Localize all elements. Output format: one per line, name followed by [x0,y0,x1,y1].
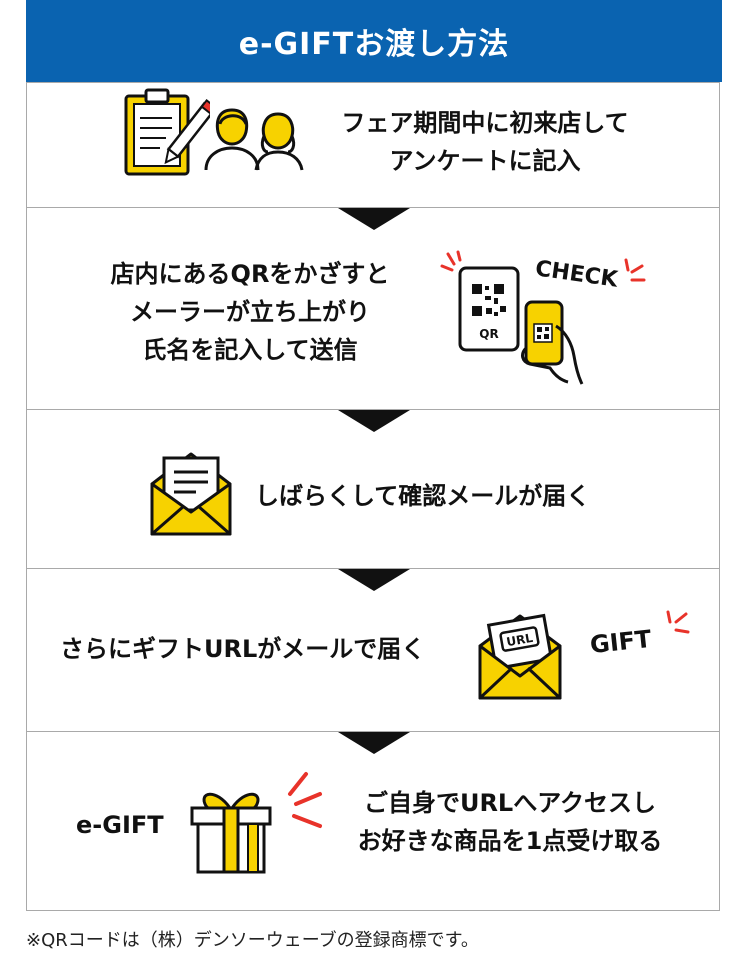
page-title: e-GIFTお渡し方法 [26,0,722,82]
step-2-line-3: 氏名を記入して送信 [142,336,358,364]
step-arrow-4 [338,732,410,754]
step-5-text: ご自身でURLへアクセスし お好きな商品を1点受け取る [335,784,685,860]
step-2-box [26,207,720,410]
people-icon [204,108,304,171]
url-label: URL [505,631,534,649]
step-1-line-2: アンケートに記入 [389,147,581,175]
step-5-line-2: お好きな商品を1点受け取る [357,827,663,855]
step-2-line-2: メーラーが立ち上がり [130,298,370,326]
step-5-box [26,731,720,911]
trademark-footnote: ※QRコードは（株）デンソーウェーブの登録商標です。 [26,930,479,951]
emphasis-marks-icon [666,610,690,634]
emphasis-marks-icon [288,772,322,828]
emphasis-marks-icon [624,258,646,282]
step-1-text: フェア期間中に初来店して アンケートに記入 [320,104,650,180]
smartphone-icon [521,300,584,385]
mail-envelope-icon [150,452,232,536]
step-3-text: しばらくして確認メールが届く [255,482,591,510]
step-arrow-2 [338,410,410,432]
egift-label: e-GIFT [76,811,164,839]
qr-sign-icon: QR [458,266,520,352]
url-envelope-icon: URL [478,613,562,700]
gift-box-icon [190,792,272,874]
qr-label: QR [479,327,498,341]
step-1-line-1: フェア期間中に初来店して [341,109,629,137]
step-4-box [26,568,720,732]
step-arrow-3 [338,569,410,591]
step-5-line-1: ご自身でURLへアクセスし [363,789,657,817]
step-4-text: さらにギフトURLがメールで届く [60,635,426,663]
step-3-box [26,409,720,569]
clipboard-icon [124,88,210,176]
step-arrow-1 [338,208,410,230]
step-2-text: 店内にあるQRをかざすと メーラーが立ち上がり 氏名を記入して送信 [90,255,410,369]
step-2-line-1: 店内にあるQRをかざすと [110,260,390,288]
emphasis-marks-icon [440,250,462,272]
